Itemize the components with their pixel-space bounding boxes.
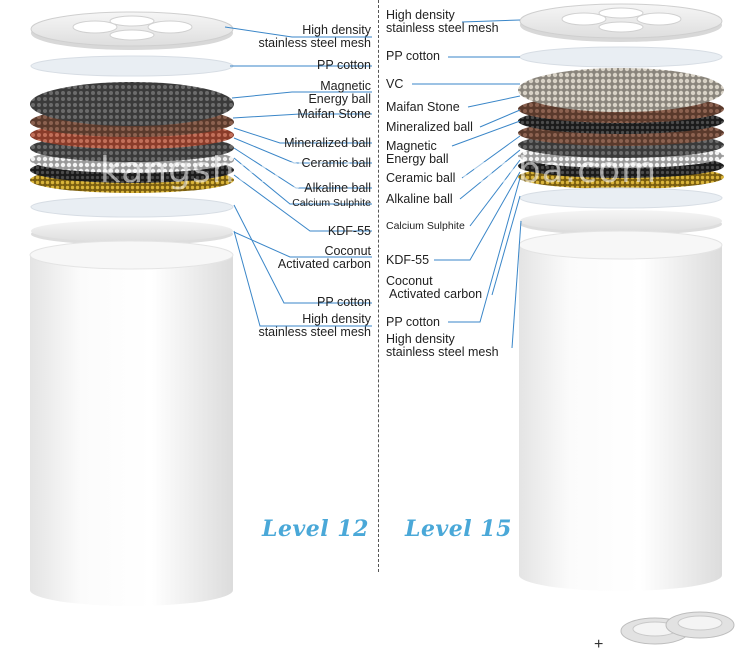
leader-line: [233, 147, 372, 189]
leader-line: [448, 177, 521, 323]
plus-symbol: +: [594, 636, 604, 653]
left-label-bottom-mesh: High density stainless steel mesh: [258, 312, 371, 339]
right-label-maifan: Maifan Stone: [386, 100, 460, 114]
left-label-maifan: Maifan Stone: [297, 107, 371, 121]
left-label-pp-cotton-bottom: PP cotton: [317, 295, 371, 309]
leader-line: [451, 120, 521, 147]
leader-line: [461, 19, 521, 23]
leader-line: [233, 230, 372, 327]
right-label-top-mesh: High density stainless steel mesh: [386, 8, 499, 35]
leader-line: [233, 204, 372, 304]
right-label-vc: VC: [386, 77, 404, 91]
leader-line: [469, 159, 521, 227]
spare-mesh-rings: [620, 611, 735, 645]
level-12-label: Level 12: [262, 516, 369, 542]
right-label-ceramic: Ceramic ball: [386, 171, 456, 185]
leader-line: [224, 26, 372, 38]
leader-line: [233, 174, 372, 232]
leader-line: [461, 135, 521, 179]
leader-line: [467, 95, 521, 108]
level-15-label: Level 15: [405, 516, 512, 542]
leader-line: [232, 113, 372, 119]
leader-line: [231, 91, 372, 99]
left-label-mineralized: Mineralized ball: [284, 136, 371, 150]
left-stack: [29, 11, 234, 606]
divider-line: [378, 0, 379, 572]
right-label-kdf: KDF-55: [386, 253, 430, 267]
left-label-calcium: Calcium Sulphite: [292, 197, 371, 209]
leader-lines-left: [224, 26, 372, 327]
leader-line: [233, 137, 372, 164]
left-label-magnetic: Magnetic Energy ball: [308, 79, 371, 106]
left-label-ceramic: Ceramic ball: [301, 156, 371, 170]
right-stack: [518, 3, 724, 591]
leader-line: [233, 231, 372, 258]
right-label-alkaline: Alkaline ball: [386, 192, 453, 206]
left-label-alkaline: Alkaline ball: [304, 181, 371, 195]
right-label-bottom-mesh: High density stainless steel mesh: [386, 332, 499, 359]
left-label-top-mesh: High density stainless steel mesh: [258, 23, 371, 50]
leader-lines-right: [412, 19, 522, 349]
leader-line: [511, 220, 522, 349]
left-label-coconut: Coconut Activated carbon: [277, 244, 371, 271]
right-label-pp-cotton-bottom: PP cotton: [386, 315, 440, 329]
leader-line: [491, 195, 521, 296]
right-label-magnetic: Magnetic Energy ball: [386, 139, 449, 166]
right-label-mineralized: Mineralized ball: [386, 120, 473, 134]
left-label-kdf: KDF-55: [327, 224, 371, 238]
leader-line: [434, 171, 521, 261]
right-label-calcium: Calcium Sulphite: [386, 220, 465, 232]
leader-line: [459, 149, 521, 200]
right-label-coconut: Coconut Activated carbon: [386, 274, 483, 301]
left-label-pp-cotton-top: PP cotton: [317, 58, 371, 72]
leader-line: [233, 127, 372, 144]
right-label-pp-cotton-top: PP cotton: [386, 49, 440, 63]
leader-line: [233, 157, 372, 205]
leader-line: [479, 109, 521, 128]
